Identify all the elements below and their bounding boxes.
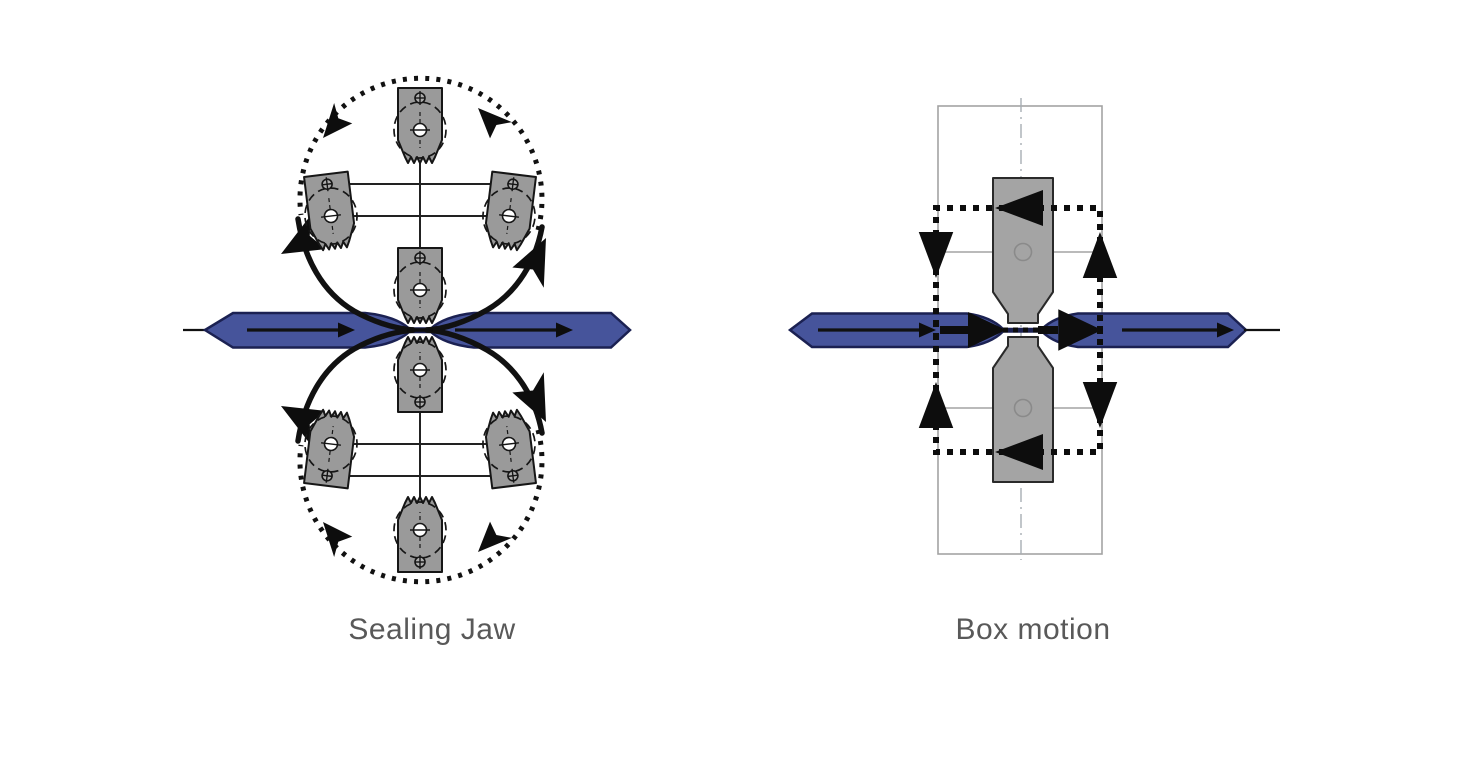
lower-rotor [272,330,564,582]
caption-box-motion: Box motion [955,613,1111,646]
seal-stroke-arrow [940,312,1006,348]
film-direction-arrow [818,322,936,338]
caption-sealing-jaw: Sealing Jaw [348,613,516,646]
film-direction-arrow [247,322,355,338]
seal-stroke-arrow [1038,309,1102,351]
box-motion-diagram [787,98,1280,560]
film-direction-arrow [1122,322,1234,338]
upper-rotor [272,78,564,330]
sealing-jaw-diagram [183,78,632,582]
film-direction-arrow [455,322,573,338]
